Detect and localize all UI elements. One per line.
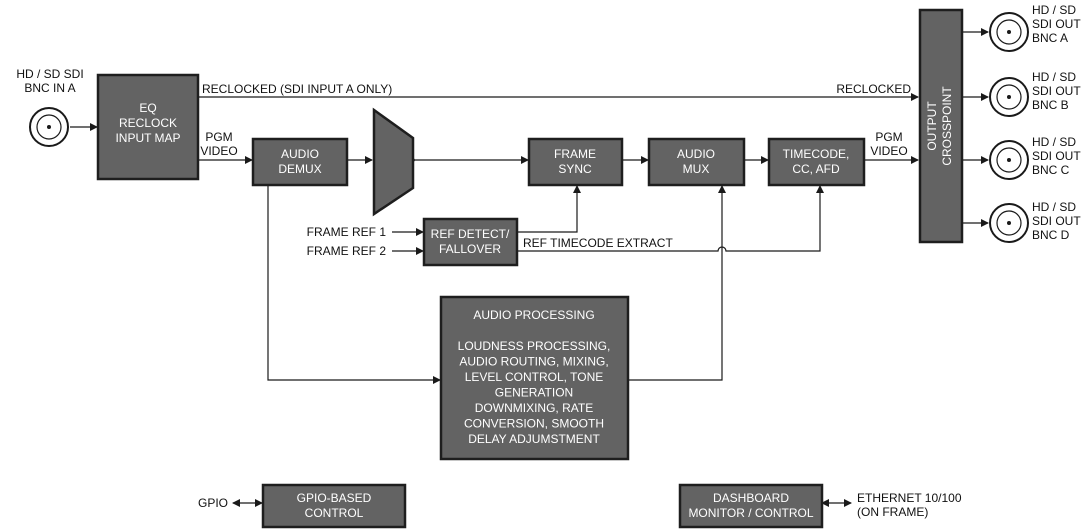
text-line: RECLOCK — [119, 116, 177, 130]
gpio-label: GPIO — [198, 496, 228, 510]
text-line: DELAY ADJUMSTMENT — [468, 432, 600, 446]
text-line: BNC B — [1032, 98, 1069, 112]
text-line: BNC A — [1032, 31, 1068, 45]
text-line: ETHERNET 10/100 — [857, 491, 962, 505]
text-line: BNC D — [1032, 228, 1070, 242]
text-line: CROSSPOINT — [940, 86, 954, 166]
text-line: CC, AFD — [792, 162, 840, 176]
text-line: TIMECODE, — [783, 147, 850, 161]
text-line: BNC C — [1032, 163, 1070, 177]
line-demux-to-processing — [267, 186, 441, 384]
text-line: VIDEO — [200, 144, 237, 158]
text-line: SDI OUT — [1032, 149, 1081, 163]
text-line: GPIO-BASED — [297, 491, 372, 505]
text-line: FALLOVER — [439, 242, 501, 256]
text-line: HD / SD — [1032, 200, 1076, 214]
audio-processing-text: AUDIO PROCESSING LOUDNESS PROCESSING, AUD… — [458, 308, 611, 446]
text-line: PGM — [205, 130, 232, 144]
text-line: LEVEL CONTROL, TONE — [465, 370, 604, 384]
text-line: (ON FRAME) — [857, 505, 928, 519]
text-line: BNC IN A — [24, 81, 75, 95]
text-line: AUDIO PROCESSING — [473, 308, 594, 322]
text-line: CONVERSION, SMOOTH — [464, 417, 604, 431]
text-line: PGM — [875, 130, 902, 144]
timecode-block: TIMECODE,CC, AFD — [767, 137, 866, 187]
connections — [70, 28, 989, 507]
text-line: LOUDNESS PROCESSING, — [458, 339, 611, 353]
text-line: HD / SD — [1032, 70, 1076, 84]
ref-detect-block: REF DETECT/FALLOVER — [422, 217, 519, 267]
text-line: VIDEO — [870, 144, 907, 158]
text-line: SDI OUT — [1032, 17, 1081, 31]
reclocked-right-label: RECLOCKED — [836, 82, 911, 96]
text-line — [532, 324, 535, 338]
frame-ref-2-label: FRAME REF 2 — [307, 244, 387, 258]
text-line: CONTROL — [305, 506, 364, 520]
frame-ref-1-label: FRAME REF 1 — [307, 225, 387, 239]
text-line: GENERATION — [495, 386, 573, 400]
text-line: HD / SD — [1032, 3, 1076, 17]
ref-detect-text: REF DETECT/FALLOVER — [431, 227, 510, 256]
text-line: HD / SD — [1032, 135, 1076, 149]
bnc-input-connector — [29, 107, 69, 147]
text-line: AUDIO — [281, 147, 319, 161]
line-ref-to-framesync — [517, 185, 581, 233]
text-line: AUDIO ROUTING, MIXING, — [459, 355, 608, 369]
text-line: OUTPUT — [925, 101, 939, 151]
text-line: DASHBOARD — [713, 491, 789, 505]
ethernet-label: ETHERNET 10/100(ON FRAME) — [857, 491, 962, 519]
reclocked-label: RECLOCKED (SDI INPUT A ONLY) — [202, 82, 392, 96]
ref-timecode-label: REF TIMECODE EXTRACT — [523, 236, 673, 250]
audio-processing-block: AUDIO PROCESSING LOUDNESS PROCESSING, AUD… — [439, 295, 630, 461]
text-line: SYNC — [558, 162, 592, 176]
text-line: MONITOR / CONTROL — [688, 506, 813, 520]
text-line: HD / SD SDI — [16, 67, 83, 81]
text-line: DOWNMIXING, RATE — [475, 401, 593, 415]
text-line: INPUT MAP — [115, 131, 180, 145]
line-ref-timecode-extract — [517, 185, 824, 252]
text-line: EQ — [139, 101, 156, 115]
text-line: DEMUX — [278, 162, 321, 176]
text-line: SDI OUT — [1032, 214, 1081, 228]
timecode-text: TIMECODE,CC, AFD — [783, 147, 850, 176]
text-line: REF DETECT/ — [431, 227, 510, 241]
text-line: AUDIO — [677, 147, 715, 161]
output-crosspoint-block: OUTPUTCROSSPOINT — [918, 8, 964, 244]
switch-trapezoid — [372, 107, 415, 217]
line-processing-to-mux — [628, 185, 726, 381]
text-line: FRAME — [554, 147, 596, 161]
text-line: SDI OUT — [1032, 84, 1081, 98]
output-crosspoint-text: OUTPUTCROSSPOINT — [925, 86, 954, 166]
text-line: MUX — [683, 162, 710, 176]
